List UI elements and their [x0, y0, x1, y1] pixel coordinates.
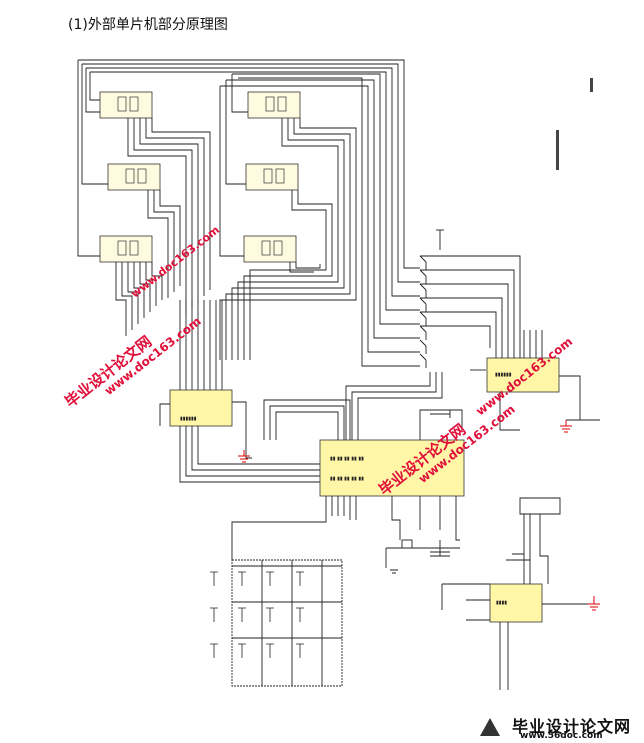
serial-transceiver-chip [489, 583, 543, 623]
seven-segment-display [107, 163, 161, 191]
svg-text:▮▮▮▮: ▮▮▮▮ [496, 600, 507, 606]
ground-symbol [560, 420, 572, 433]
decoder-chip [486, 357, 560, 393]
svg-text:▮▮ ▮▮ ▮▮ ▮▮ ▮▮: ▮▮ ▮▮ ▮▮ ▮▮ ▮▮ [330, 456, 364, 462]
bus-wires [77, 59, 420, 390]
svg-text:▮▮ ▮▮ ▮▮ ▮▮ ▮▮: ▮▮ ▮▮ ▮▮ ▮▮ ▮▮ [330, 476, 364, 482]
svg-text:▮▮▮▮▮▮: ▮▮▮▮▮▮ [180, 416, 197, 422]
keypad-buttons [210, 571, 304, 658]
logo-icon [480, 718, 500, 736]
seven-segment-display-group-left [99, 91, 161, 263]
mcu-chip [319, 439, 465, 497]
driver-output-wires [159, 401, 320, 483]
crystal [401, 539, 413, 549]
diagram-title: (1)外部单片机部分原理图 [68, 17, 228, 33]
footer-site-title: 毕业设计论文网 [512, 717, 632, 736]
pin-labels: ▮▮▮▮▮▮ ▮▮ ▮▮ ▮▮ ▮▮ ▮▮ ▮▮ ▮▮ ▮▮ ▮▮ ▮▮ ▮▮▮… [180, 372, 512, 606]
db9-connector [519, 497, 561, 515]
side-marks [556, 78, 593, 170]
driver-chip [169, 389, 233, 427]
mcu-bus-wires [231, 372, 463, 560]
footer-site-url: www.56doc.com [520, 731, 603, 741]
keypad-matrix [231, 559, 343, 687]
svg-text:▮▮▮▮▮▮: ▮▮▮▮▮▮ [495, 372, 512, 378]
segment-glyphs [117, 96, 287, 256]
ground-symbol [238, 450, 250, 463]
crystal-circuit [385, 409, 460, 574]
decoder-wires [420, 229, 600, 431]
transistor-array [419, 255, 427, 368]
ground-symbol [588, 596, 600, 611]
site-logo [480, 718, 500, 736]
